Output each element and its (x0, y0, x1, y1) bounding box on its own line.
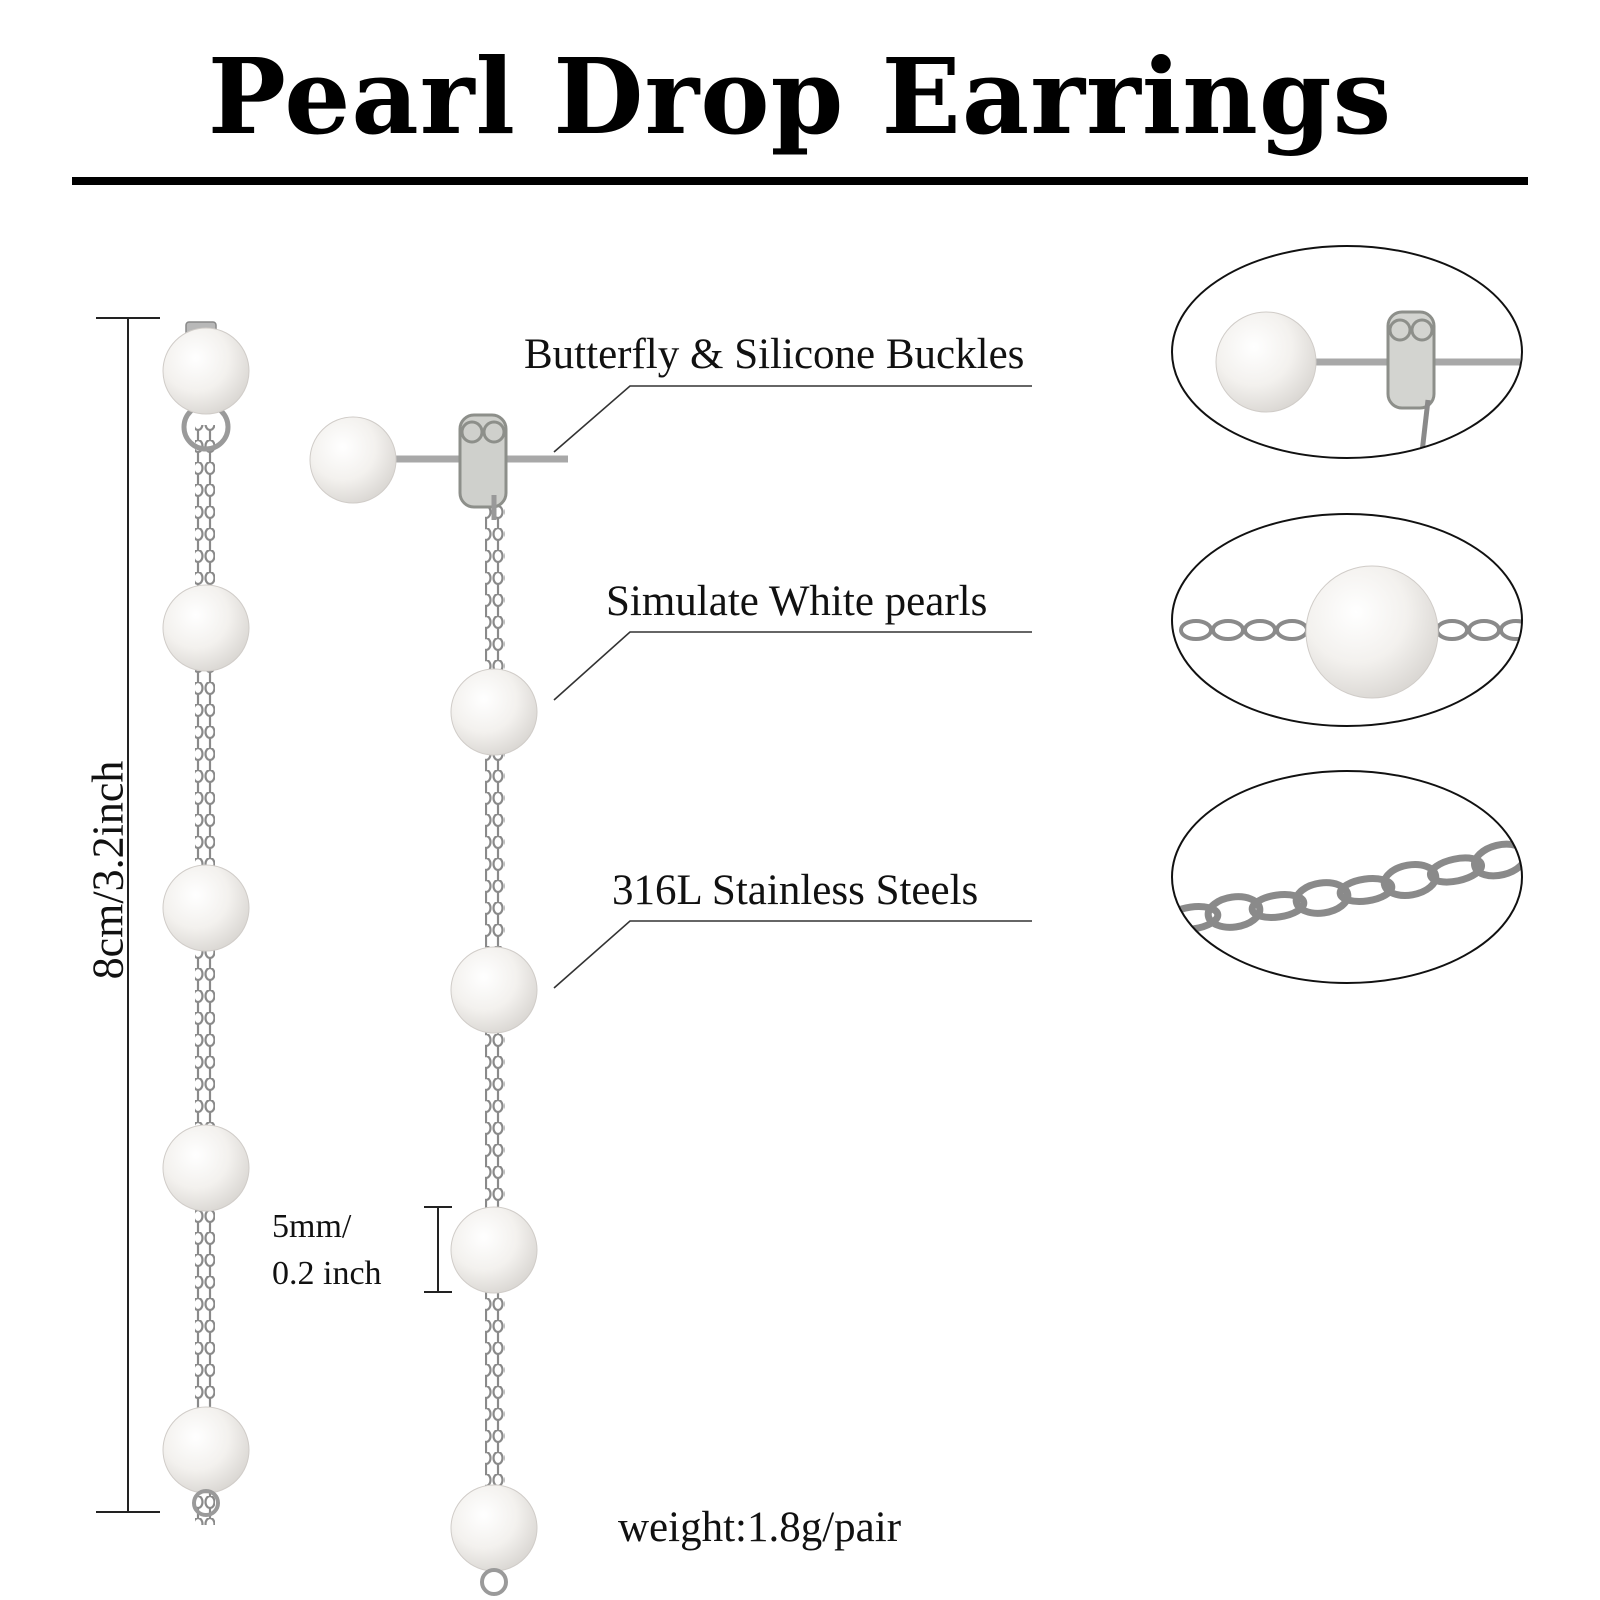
steel-callout-label: 316L Stainless Steels (612, 867, 979, 914)
detail-stud-back (1171, 245, 1523, 459)
pearls-callout-label: Simulate White pearls (606, 578, 988, 625)
pearl-size-bracket (424, 1206, 452, 1293)
callout-leader-lines (553, 385, 1032, 989)
pearl-size-label-line2: 0.2 inch (272, 1255, 382, 1292)
pearl-size-label-line1: 5mm/ (272, 1208, 352, 1245)
length-dimension-bracket (96, 317, 160, 1513)
page-title: Pearl Drop Earrings (207, 35, 1393, 158)
buckles-callout-label: Butterfly & Silicone Buckles (524, 331, 1025, 378)
left-earring (162, 321, 250, 1525)
detail-steel-chain (1171, 770, 1523, 984)
right-earring (309, 413, 568, 1596)
length-dimension-label: 8cm/3.2inch (83, 760, 133, 980)
weight-label: weight:1.8g/pair (618, 1504, 902, 1551)
title-divider (72, 177, 1528, 185)
detail-pearl-chain (1171, 513, 1523, 727)
